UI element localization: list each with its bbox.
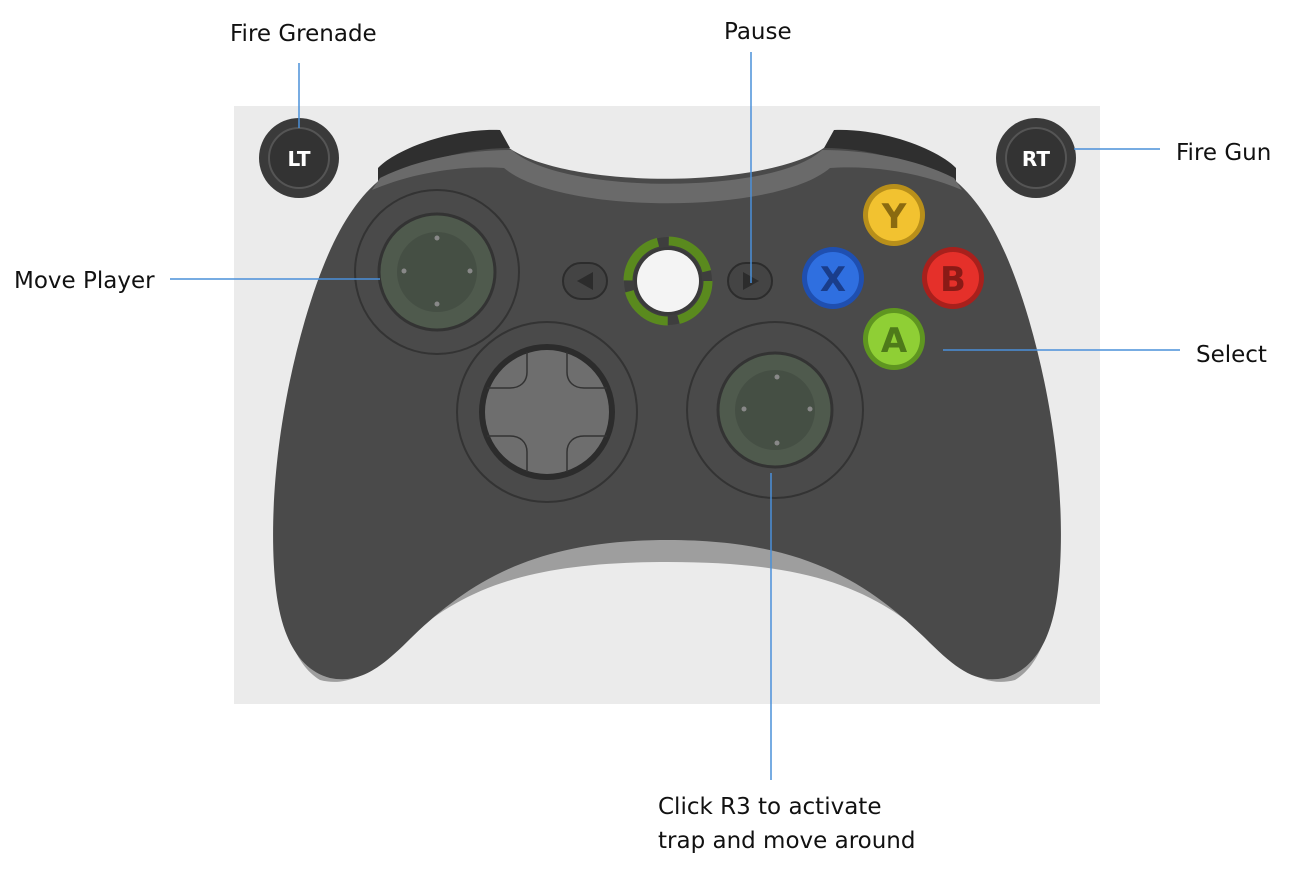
- leader-lines: [170, 52, 1180, 780]
- left-bumper[interactable]: [378, 129, 510, 185]
- label-r3-line1: Click R3 to activate: [658, 794, 882, 820]
- label-pause: Pause: [724, 19, 792, 45]
- lt-label: LT: [287, 147, 310, 171]
- rt-label: RT: [1022, 147, 1051, 171]
- b-label: B: [940, 260, 966, 300]
- y-label: Y: [881, 197, 907, 237]
- label-fire-gun: Fire Gun: [1176, 140, 1272, 166]
- x-label: X: [820, 260, 846, 300]
- lt-trigger[interactable]: LT: [259, 118, 339, 198]
- label-r3-line2: trap and move around: [658, 828, 916, 854]
- start-button[interactable]: [727, 262, 773, 300]
- label-select: Select: [1196, 342, 1267, 368]
- guide-button[interactable]: [623, 236, 713, 326]
- y-button[interactable]: Y: [863, 184, 925, 246]
- right-stick[interactable]: [686, 321, 864, 499]
- controller-top-rim: [372, 150, 962, 204]
- b-button[interactable]: B: [922, 247, 984, 309]
- label-move-player: Move Player: [14, 268, 155, 294]
- back-arrow-icon: [577, 272, 593, 290]
- left-stick[interactable]: [354, 189, 520, 355]
- right-bumper[interactable]: [824, 129, 956, 185]
- x-button[interactable]: X: [802, 247, 864, 309]
- a-label: A: [881, 321, 908, 361]
- back-button[interactable]: [562, 262, 608, 300]
- label-fire-grenade: Fire Grenade: [230, 21, 377, 47]
- a-button[interactable]: A: [863, 308, 925, 370]
- d-pad[interactable]: [456, 321, 638, 503]
- rt-trigger[interactable]: RT: [996, 118, 1076, 198]
